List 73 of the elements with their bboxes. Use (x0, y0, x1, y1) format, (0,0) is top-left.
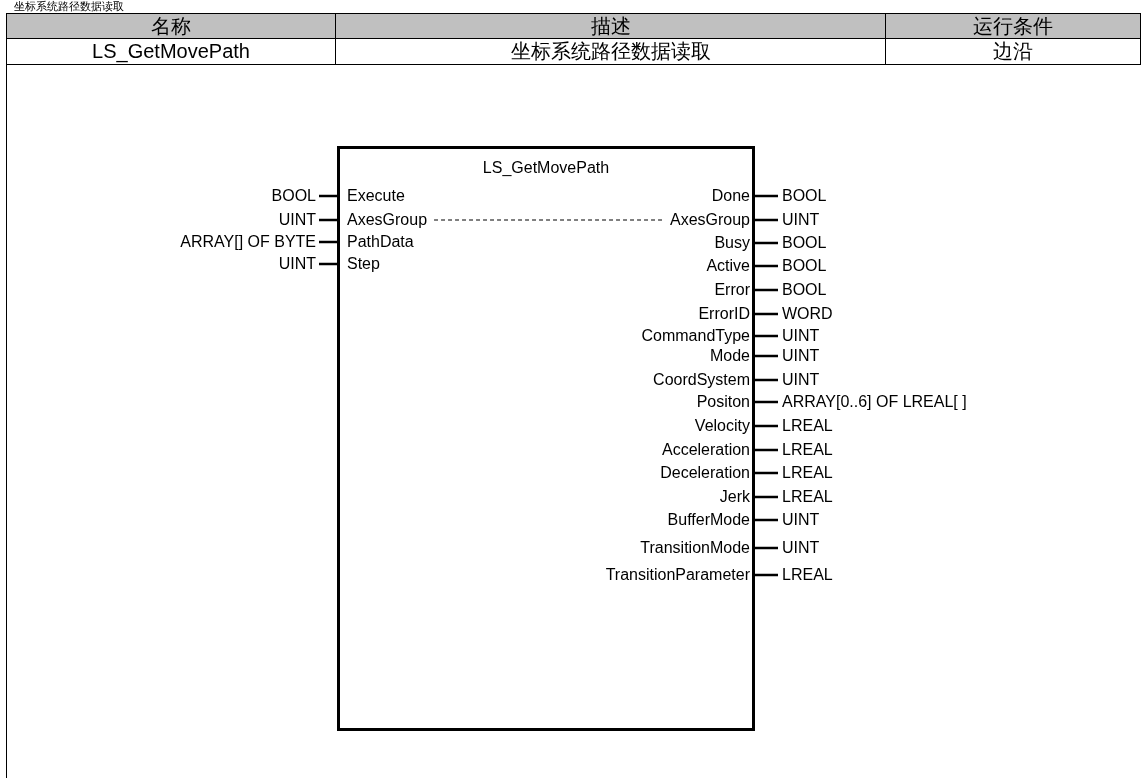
dashed-line (433, 219, 665, 221)
pin-name: Velocity (694, 416, 752, 436)
pin-name: Deceleration (660, 463, 752, 483)
pin-line (753, 424, 778, 428)
pin-line (753, 288, 778, 292)
pin-name: TransitionParameter (605, 565, 752, 585)
pin-name: Busy (714, 233, 752, 253)
pin-name: AxesGroup (340, 210, 428, 230)
pin-line (753, 573, 778, 577)
data-type: BOOL (778, 233, 827, 253)
pin-line (753, 518, 778, 522)
table-cell: LS_GetMovePath (6, 38, 336, 65)
pin-name: ErrorID (698, 304, 752, 324)
pin-name: Execute (340, 186, 405, 206)
pin-name: BufferMode (667, 510, 752, 530)
header-cell: 运行条件 (885, 13, 1141, 39)
pin-line (753, 378, 778, 382)
header-cell: 描述 (335, 13, 886, 39)
data-type: WORD (778, 304, 833, 324)
data-type: UINT (778, 510, 820, 530)
data-type: BOOL (778, 186, 827, 206)
pin-line (753, 334, 778, 338)
pin-line (753, 194, 778, 198)
data-type: UINT (278, 210, 318, 230)
pin-line (753, 312, 778, 316)
pin-name: Mode (709, 346, 752, 366)
data-type: ARRAY[] OF BYTE (180, 232, 318, 252)
section-heading: 坐标系统路径数据读取 (14, 0, 124, 12)
pin-line (753, 241, 778, 245)
data-type: LREAL (778, 487, 833, 507)
pin-name: Step (340, 254, 380, 274)
data-type: BOOL (778, 256, 827, 276)
data-type: LREAL (778, 416, 833, 436)
pin-name: CoordSystem (653, 370, 752, 390)
pin-line (753, 218, 778, 222)
data-type: BOOL (778, 280, 827, 300)
data-type: BOOL (271, 186, 318, 206)
pin-line (753, 354, 778, 358)
pin-name: Active (706, 256, 752, 276)
pin-name: TransitionMode (640, 538, 752, 558)
pin-line (753, 400, 778, 404)
pin-name: Positon (696, 392, 752, 412)
pin-name: CommandType (641, 326, 752, 346)
function-block (337, 146, 755, 731)
pin-line (753, 264, 778, 268)
table-cell: 边沿 (885, 38, 1141, 65)
pin-line (753, 448, 778, 452)
pin-line (753, 471, 778, 475)
data-type: UINT (778, 370, 820, 390)
data-type: UINT (778, 346, 820, 366)
pin-line (753, 546, 778, 550)
pin-name: AxesGroup (669, 210, 752, 230)
pin-name: Acceleration (661, 440, 752, 460)
table-cell: 坐标系统路径数据读取 (335, 38, 886, 65)
data-type: LREAL (778, 565, 833, 585)
pin-name: Jerk (719, 487, 752, 507)
data-type: UINT (778, 210, 820, 230)
data-type: UINT (278, 254, 318, 274)
pin-name: PathData (340, 232, 414, 252)
pin-line (319, 194, 340, 198)
data-type: LREAL (778, 440, 833, 460)
header-cell: 名称 (6, 13, 336, 39)
data-type: ARRAY[0..6] OF LREAL[ ] (778, 392, 967, 412)
pin-line (319, 218, 340, 222)
pin-line (319, 240, 340, 244)
data-type: LREAL (778, 463, 833, 483)
pin-line (319, 262, 340, 266)
data-type: UINT (778, 326, 820, 346)
data-type: UINT (778, 538, 820, 558)
pin-name: Done (711, 186, 752, 206)
block-title: LS_GetMovePath (481, 158, 611, 178)
pin-name: Error (714, 280, 752, 300)
pin-line (753, 495, 778, 499)
